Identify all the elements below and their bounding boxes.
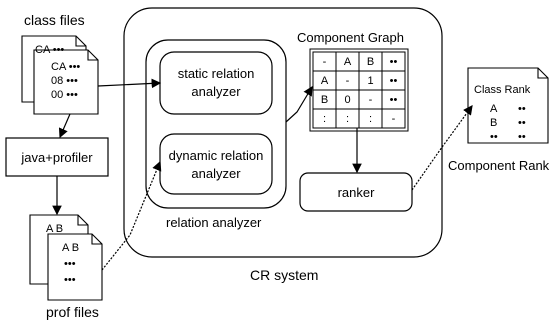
graph-cell-text: B: [367, 56, 374, 68]
graph-cell-text: A: [344, 56, 352, 68]
graph-cell-text: -: [346, 75, 350, 87]
class-rank-value: ••: [518, 103, 526, 115]
class-rank-name: A: [490, 103, 498, 115]
static-analyzer-label-line2: analyzer: [191, 84, 241, 99]
cr-system-container: [123, 7, 443, 258]
dynamic-analyzer-label-line1: dynamic relation: [169, 148, 264, 163]
graph-cell-text: :: [346, 113, 349, 125]
class-rank-title: Class Rank: [474, 84, 531, 96]
graph-cell: [381, 108, 406, 129]
relation-analyzer-label: relation analyzer: [166, 215, 262, 230]
relation-analyzer-container: [145, 39, 287, 209]
graph-cell-text: :: [323, 113, 326, 125]
java-profiler-label: java+profiler: [20, 150, 93, 165]
graph-cell-text: -: [323, 56, 327, 68]
class-files-icon: [21, 35, 99, 115]
graph-cell-text: -: [392, 113, 396, 125]
arrow-ranker-to-classrank: [411, 105, 473, 191]
class-files-front-line3: 00 •••: [51, 89, 78, 101]
class-rank-value: ••: [518, 131, 526, 143]
graph-cell-text: ••: [390, 75, 398, 87]
dynamic-analyzer-label-line2: analyzer: [191, 166, 241, 181]
component-rank-label: Component Rank: [448, 158, 550, 173]
dynamic-relation-analyzer-box: [159, 133, 273, 195]
class-rank-value: ••: [518, 117, 526, 129]
graph-cell-text: -: [369, 94, 373, 106]
class-rank-doc-icon: [467, 67, 549, 144]
class-rank-name: ••: [490, 131, 498, 143]
static-analyzer-label-line1: static relation: [178, 66, 255, 81]
graph-cell-text: B: [321, 94, 328, 106]
graph-cell-text: ••: [390, 56, 398, 68]
graph-cell-text: ••: [390, 94, 398, 106]
class-files-label: class files: [24, 12, 85, 28]
graph-cell-text: 1: [367, 75, 373, 87]
prof-files-front-line1: A B: [62, 242, 79, 254]
class-files-front-line1: CA •••: [51, 61, 80, 73]
arrow-proffiles-to-dynamic: [101, 160, 162, 271]
arrow-analyzers-to-graph: [285, 85, 313, 123]
class-rank-name: B: [490, 117, 497, 129]
graph-cell-text: A: [321, 75, 329, 87]
prof-files-label: prof files: [46, 304, 99, 320]
cr-system-label: CR system: [250, 267, 318, 283]
graph-cell-text: :: [369, 113, 372, 125]
prof-files-front-line2: •••: [64, 258, 76, 270]
prof-files-front-line3: •••: [64, 274, 76, 286]
prof-files-icon: [29, 214, 103, 301]
class-files-front-line2: 08 •••: [51, 75, 78, 87]
static-relation-analyzer-box: [159, 51, 273, 115]
java-profiler-box: [5, 137, 109, 177]
arrow-classfiles-to-profiler: [58, 113, 71, 139]
class-files-back-text: CA •••: [35, 44, 64, 56]
arrow-classfiles-to-static: [97, 78, 162, 89]
ranker-label: ranker: [338, 185, 376, 200]
graph-cell-text: 0: [344, 94, 350, 106]
component-graph-title: Component Graph: [297, 30, 404, 45]
class-rank-rows: A •• B •• •• ••: [490, 103, 526, 143]
prof-files-back-text: A B: [46, 223, 63, 235]
